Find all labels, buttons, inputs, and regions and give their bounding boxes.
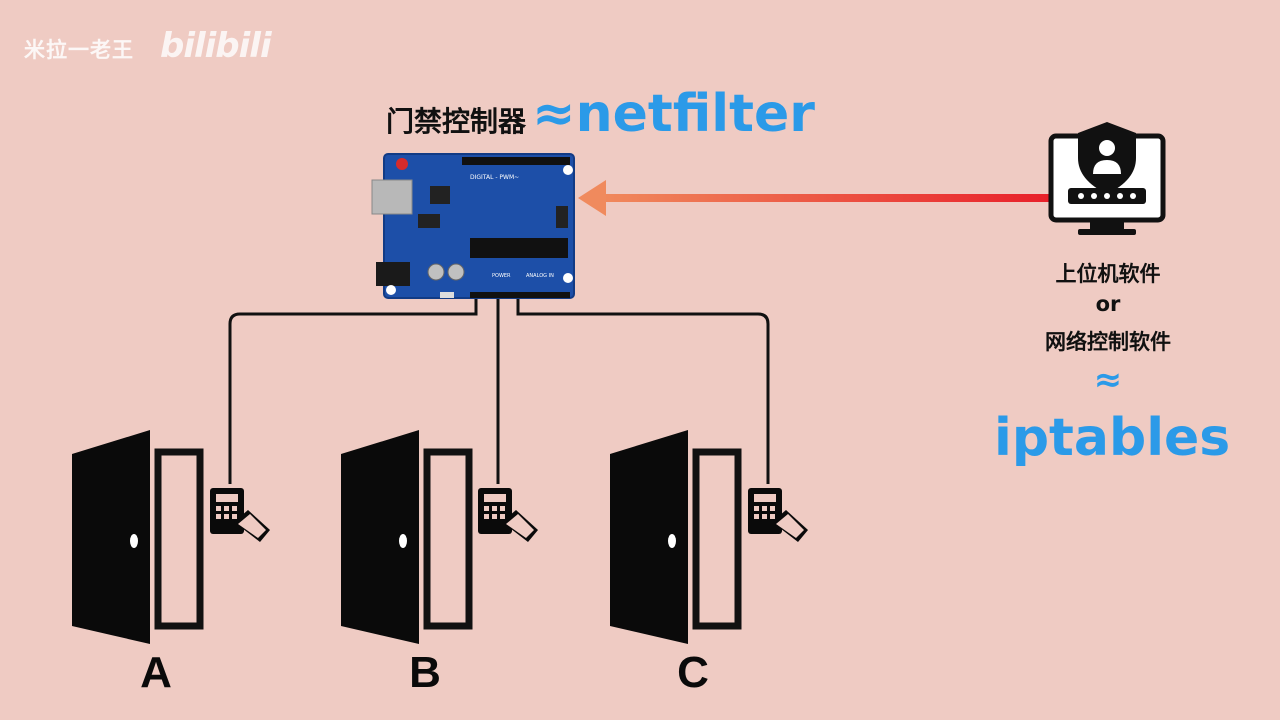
wires (228, 298, 770, 484)
iptables-label: iptables (994, 408, 1231, 468)
controller-title-netfilter: ≈netfilter (532, 84, 815, 144)
open-door-icon (341, 430, 473, 644)
board-analog-label: ANALOG IN (526, 273, 554, 279)
approx-symbol: ≈ (1093, 360, 1123, 400)
wire-c (516, 298, 770, 484)
open-door-icon (72, 430, 204, 644)
board-digital-label: DIGITAL - PWM~ (470, 174, 519, 181)
client-label-or: or (1095, 292, 1121, 316)
keypad-card-reader-icon (210, 488, 270, 542)
wire-a (228, 298, 478, 484)
watermark-author: 米拉一老王 (24, 38, 134, 62)
door-c (610, 430, 808, 644)
client-label-line1: 上位机软件 (1055, 262, 1161, 286)
keypad-card-reader-icon (748, 488, 808, 542)
controller-title: 门禁控制器 ≈netfilter (386, 84, 815, 144)
controller-title-zh: 门禁控制器 (386, 105, 527, 138)
board-power-label: POWER (492, 273, 511, 279)
keypad-card-reader-icon (478, 488, 538, 542)
door-label-c: C (677, 648, 709, 697)
client-label-line3: 网络控制软件 (1045, 330, 1171, 354)
command-arrow (578, 180, 1050, 216)
door-b (341, 430, 538, 644)
monitor-shield-user-icon (1048, 122, 1166, 235)
door-label-b: B (409, 648, 441, 697)
open-door-icon (610, 430, 742, 644)
door-a (72, 430, 270, 644)
watermark-logo: bilibili (160, 26, 272, 66)
arduino-board-icon: DIGITAL - PWM~ POWER ANALOG IN (371, 153, 575, 299)
door-label-a: A (140, 648, 172, 697)
